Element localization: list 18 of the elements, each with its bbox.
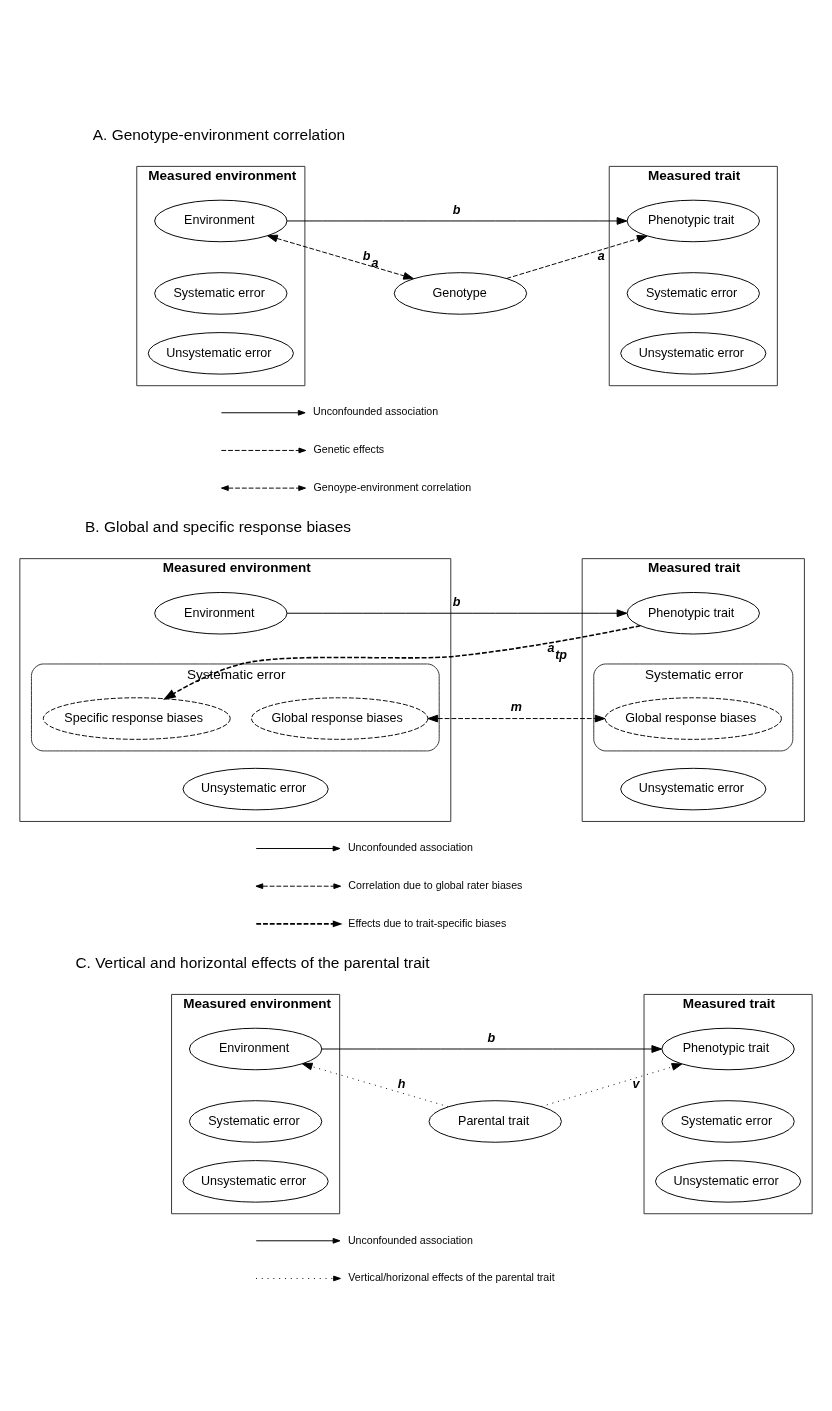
legend-label: Unconfounded association <box>313 404 439 417</box>
legend-label: Correlation due to global rater biases <box>348 878 523 891</box>
label: A. Genotype-environment correlation <box>92 125 346 143</box>
edge-label: h <box>397 1076 406 1091</box>
label: B. Global and specific response biases <box>85 517 352 535</box>
legend-label: Unconfounded association <box>347 840 473 853</box>
edge-label: v <box>632 1076 640 1091</box>
edge-label: b <box>452 202 461 217</box>
edge-label: m <box>510 699 522 714</box>
edge-label: b <box>452 594 461 609</box>
edge-label: b <box>487 1030 496 1045</box>
legend-label: Genetic effects <box>313 442 385 455</box>
label: C. Vertical and horizontal effects of the parental trait <box>75 953 430 971</box>
legend-label: Genoype-environment correlation <box>313 480 472 493</box>
legend-label: Effects due to trait-specific biases <box>348 916 507 929</box>
legend-label: Unconfounded association <box>347 1233 473 1245</box>
edge-label: a <box>597 248 605 263</box>
legend-label: Vertical/horizonal effects of the parental trait <box>348 1270 555 1283</box>
